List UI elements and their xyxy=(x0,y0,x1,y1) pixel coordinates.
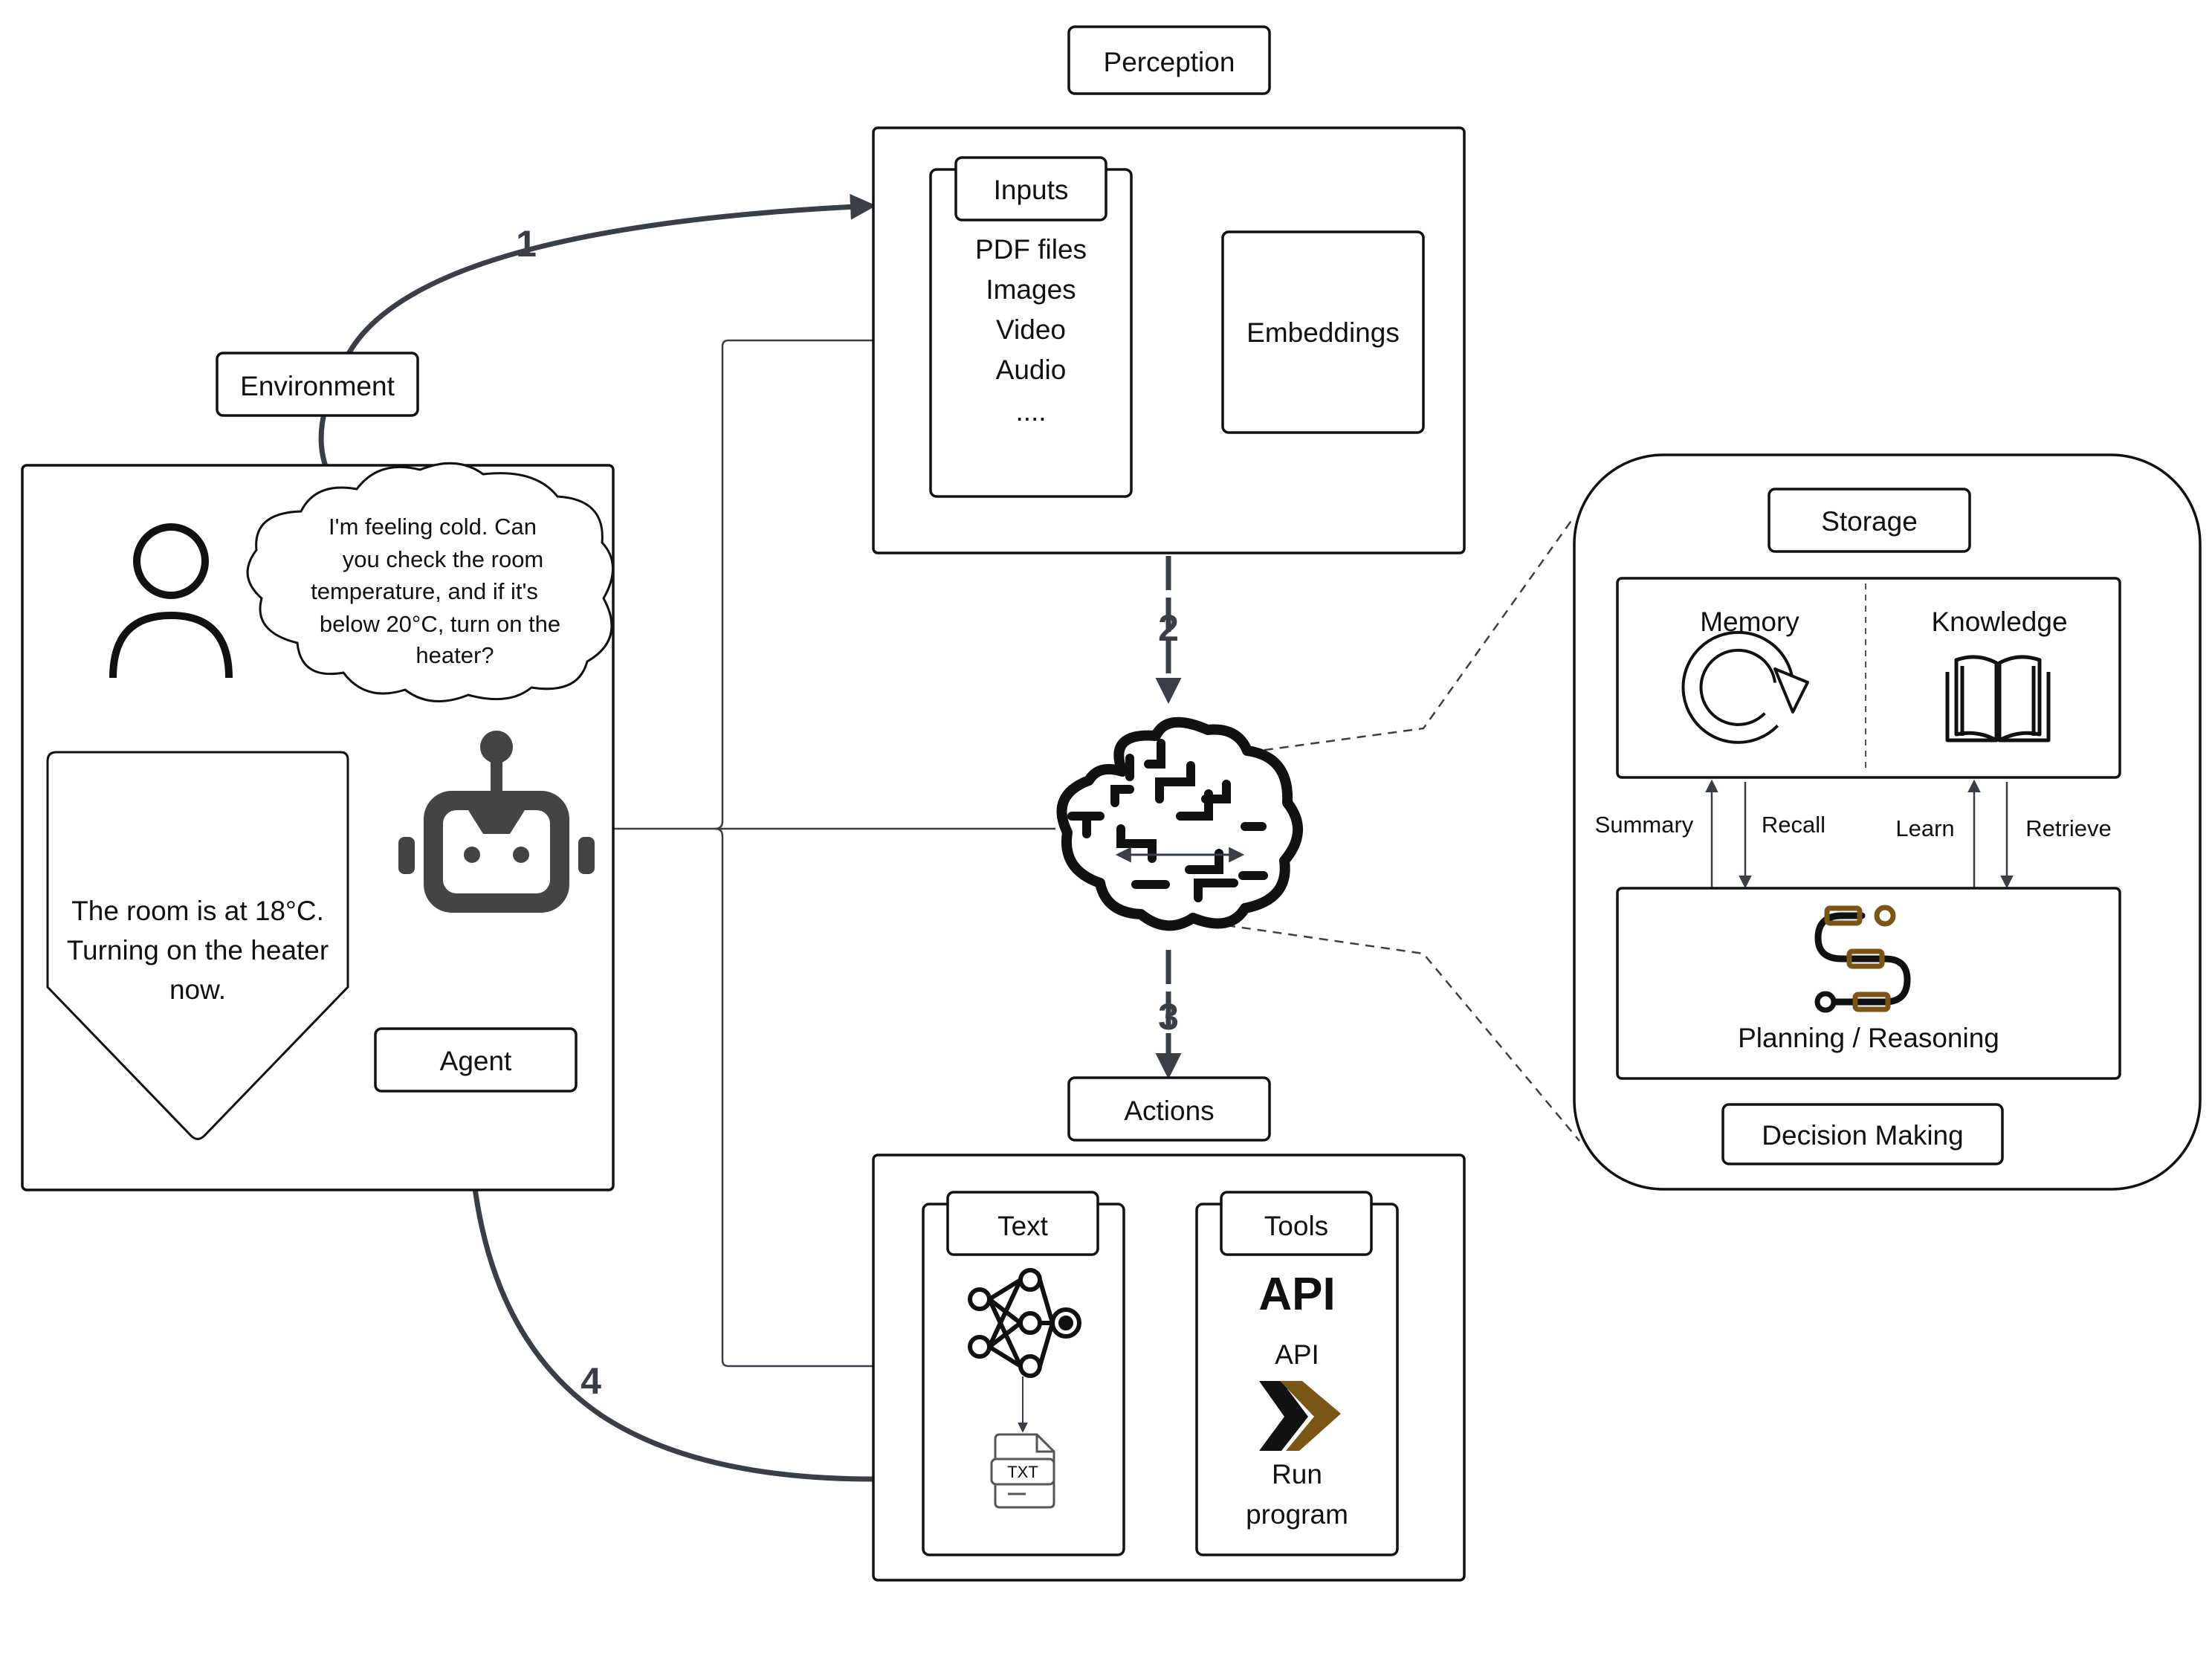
neural-network-icon xyxy=(968,1268,1081,1378)
txt-file-icon: TXT xyxy=(990,1433,1055,1509)
embeddings-label: Embeddings xyxy=(1246,317,1400,348)
environment-title-box xyxy=(216,352,419,417)
user-message-line-1: I'm feeling cold. Can xyxy=(329,514,537,540)
input-video: Video xyxy=(996,314,1066,345)
inputs-title-box xyxy=(954,156,1107,221)
agent-message-line-2: Turning on the heater xyxy=(67,935,329,965)
bus-to-actions-line xyxy=(714,827,873,1368)
input-audio: Audio xyxy=(996,355,1067,385)
step-3-label: 3 xyxy=(1158,996,1179,1038)
step-4-label: 4 xyxy=(581,1360,601,1402)
planning-label: Planning / Reasoning xyxy=(1738,1023,1999,1053)
agent-label-box xyxy=(374,1027,578,1093)
txt-file-label: TXT xyxy=(1007,1463,1038,1481)
flow-arrow-1 xyxy=(318,193,876,479)
text-title: Text xyxy=(997,1211,1049,1241)
environment-title: Environment xyxy=(240,371,395,401)
user-message-line-4: below 20°C, turn on the xyxy=(320,611,560,637)
agent-message-line-3: now. xyxy=(169,974,226,1005)
step-2-label: 2 xyxy=(1158,607,1179,649)
knowledge-book-icon xyxy=(1945,655,2051,743)
perception-group: Perception Inputs PDF files Images Video… xyxy=(872,25,1466,554)
user-message-line-3: temperature, and if it's xyxy=(311,578,538,604)
environment-group: Environment I'm feeling cold. Can you ch… xyxy=(21,352,615,1191)
decision-making-title: Decision Making xyxy=(1762,1120,1963,1151)
flow-arrow-4 xyxy=(457,1119,874,1482)
inputs-title: Inputs xyxy=(994,175,1069,205)
api-label: API xyxy=(1275,1339,1319,1370)
user-message-cloud xyxy=(246,462,614,702)
flow-arrows xyxy=(318,193,1182,1482)
api-logo-icon: API xyxy=(1258,1269,1335,1320)
retrieve-label: Retrieve xyxy=(2025,815,2111,841)
input-pdf-files: PDF files xyxy=(975,234,1087,265)
run-program-icon xyxy=(1259,1381,1341,1451)
user-message-line-5: heater? xyxy=(415,642,494,668)
text-title-box xyxy=(946,1191,1099,1256)
zoom-line-top xyxy=(1248,516,1576,754)
storage-title-box xyxy=(1768,488,1971,553)
user-message-line-2: you check the room xyxy=(343,546,544,572)
actions-title: Actions xyxy=(1124,1096,1214,1126)
tools-title-box xyxy=(1220,1191,1373,1256)
summary-label: Summary xyxy=(1595,812,1694,838)
agent-message-line-1: The room is at 18°C. xyxy=(71,896,324,926)
brain-icon xyxy=(1056,716,1303,931)
decision-making-group: Storage Memory Knowledge Summary Recall … xyxy=(1573,453,2202,1191)
agent-label: Agent xyxy=(440,1046,512,1076)
actions-group: Actions Text TXT Tools API A xyxy=(872,1076,1466,1582)
embeddings-box xyxy=(1221,230,1425,434)
tools-title: Tools xyxy=(1264,1211,1328,1241)
perception-title: Perception xyxy=(1104,47,1235,77)
decision-making-title-box xyxy=(1721,1103,2004,1165)
planning-box xyxy=(1616,887,2121,1080)
memory-refresh-icon xyxy=(1681,630,1809,744)
input-images: Images xyxy=(986,274,1076,305)
perception-title-box xyxy=(1067,25,1271,95)
storage-title: Storage xyxy=(1821,506,1918,537)
recall-label: Recall xyxy=(1762,812,1825,838)
run-program-line-1: Run xyxy=(1272,1459,1322,1489)
input-more: .... xyxy=(1015,396,1046,427)
planning-flow-icon xyxy=(1814,905,1911,1013)
bus-to-perception-line xyxy=(714,339,873,830)
learn-label: Learn xyxy=(1895,815,1954,841)
memory-label: Memory xyxy=(1700,606,1799,637)
agent-message-shape xyxy=(46,751,349,1140)
zoom-line-bottom xyxy=(1226,924,1580,1142)
robot-icon xyxy=(398,731,595,913)
connectors xyxy=(572,325,1580,1368)
actions-title-box xyxy=(1067,1076,1271,1142)
step-1-label: 1 xyxy=(516,223,537,265)
user-icon xyxy=(109,523,233,679)
run-program-line-2: program xyxy=(1246,1499,1348,1530)
knowledge-label: Knowledge xyxy=(1931,606,2067,637)
